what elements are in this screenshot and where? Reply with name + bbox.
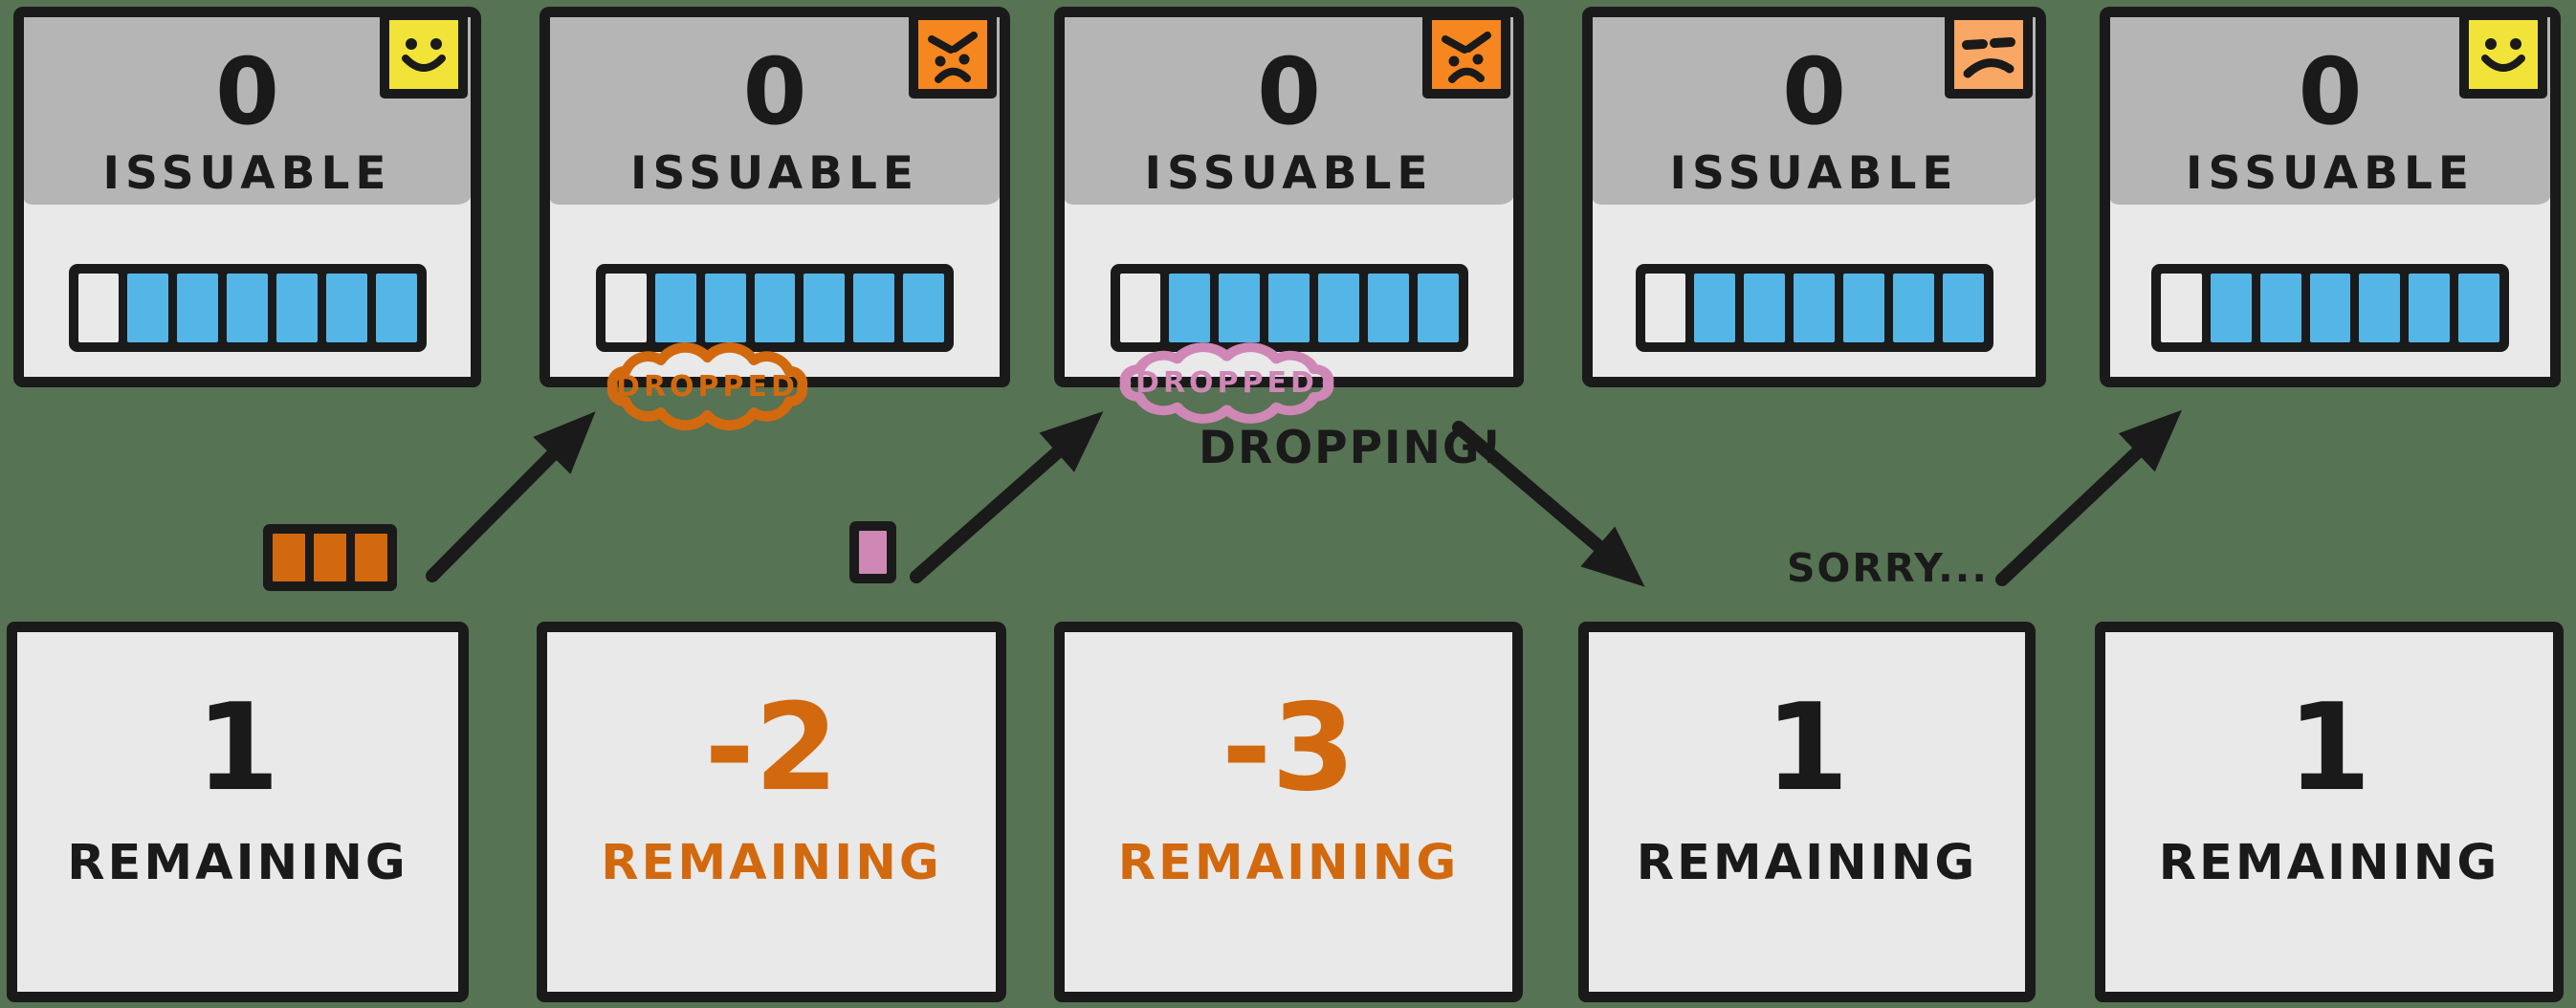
supply-bar-cell xyxy=(605,274,647,342)
issuance-card-2: 0 ISSUABLE xyxy=(539,7,1010,387)
supply-bar-cell xyxy=(275,274,318,342)
issuance-card-3: 0 ISSUABLE xyxy=(1054,7,1524,387)
angry-face-icon xyxy=(909,11,997,99)
supply-bar xyxy=(68,264,427,352)
remaining-value: -3 xyxy=(1222,677,1355,818)
supply-bar-cell xyxy=(2259,274,2301,342)
supply-bar xyxy=(1110,264,1468,352)
dropped-badge-orange: DROPPED xyxy=(596,341,819,431)
dropped-tokens-block xyxy=(263,524,397,591)
arrow-dropping-down xyxy=(1452,421,1645,587)
issuable-value: 0 xyxy=(742,38,807,145)
token-cell xyxy=(355,534,387,581)
supply-bar-cell xyxy=(1942,274,1984,342)
token-cell xyxy=(314,534,346,581)
dropped-badge-label: DROPPED xyxy=(1135,366,1318,400)
supply-bar-cell xyxy=(227,274,268,342)
remaining-value: 1 xyxy=(2287,677,2371,818)
remaining-label: REMAINING xyxy=(1117,835,1460,891)
dropped-token-block xyxy=(849,521,896,583)
issuable-value: 0 xyxy=(215,38,279,145)
remaining-card-3: -3 REMAINING xyxy=(1054,622,1523,1002)
cloud-outline-icon xyxy=(606,341,808,431)
supply-bar-cell xyxy=(1744,274,1786,342)
supply-bar-cell xyxy=(325,274,367,342)
supply-bar-cell xyxy=(1842,274,1884,342)
issuable-label: ISSUABLE xyxy=(1144,147,1434,200)
supply-bar-cell xyxy=(1892,274,1934,342)
remaining-card-4: 1 REMAINING xyxy=(1578,622,2036,1002)
supply-bar-cell xyxy=(2359,274,2401,342)
supply-bar xyxy=(2151,264,2509,352)
happy-face-icon xyxy=(380,11,468,99)
issuable-value: 0 xyxy=(1257,38,1321,145)
supply-bar-cell xyxy=(754,274,796,342)
supply-bar-cell xyxy=(2210,274,2252,342)
supply-bar-cell xyxy=(2409,274,2451,342)
supply-bar-cell xyxy=(1417,274,1459,342)
remaining-card-5: 1 REMAINING xyxy=(2095,622,2564,1002)
remaining-label: REMAINING xyxy=(67,835,408,891)
remaining-label: REMAINING xyxy=(2158,835,2500,891)
happy-face-icon xyxy=(2459,11,2547,99)
issuable-value: 0 xyxy=(2298,38,2363,145)
sorry-label: SORRY... xyxy=(1787,545,1989,591)
supply-bar-cell xyxy=(1317,274,1359,342)
issuable-label: ISSUABLE xyxy=(1669,147,1959,200)
issuable-label: ISSUABLE xyxy=(629,147,920,200)
issuable-label: ISSUABLE xyxy=(102,147,392,200)
remaining-value: 1 xyxy=(1765,677,1849,818)
supply-bar-cell xyxy=(1367,274,1409,342)
supply-bar-cell xyxy=(853,274,895,342)
dropped-badge-label: DROPPED xyxy=(616,369,799,404)
cloud-outline-icon xyxy=(1119,342,1334,424)
card-header: 0 ISSUABLE xyxy=(1065,17,1513,205)
remaining-card-2: -2 REMAINING xyxy=(537,622,1006,1002)
supply-bar-cell xyxy=(2161,274,2202,342)
supply-bar-cell xyxy=(177,274,219,342)
remaining-card-1: 1 REMAINING xyxy=(7,622,469,1002)
supply-bar-cell xyxy=(704,274,746,342)
supply-bar xyxy=(1635,264,1993,352)
supply-bar-cell xyxy=(1694,274,1736,342)
dropped-badge-pink: DROPPED xyxy=(1108,342,1346,424)
arrow-to-dropped-1 xyxy=(426,411,596,582)
issuable-value: 0 xyxy=(1782,38,1846,145)
supply-bar-cell xyxy=(2458,274,2500,342)
token-cell xyxy=(273,534,305,581)
supply-bar xyxy=(596,264,954,352)
unamused-face-icon xyxy=(1945,11,2033,99)
supply-bar-cell xyxy=(804,274,846,342)
supply-bar-cell xyxy=(2309,274,2351,342)
supply-bar-cell xyxy=(1219,274,1261,342)
supply-bar-cell xyxy=(654,274,696,342)
supply-bar-cell xyxy=(1268,274,1310,342)
arrow-recover-up xyxy=(1995,409,2183,586)
supply-bar-cell xyxy=(1794,274,1835,342)
supply-bar-cell xyxy=(127,274,169,342)
token-cell xyxy=(859,531,887,574)
supply-bar-cell xyxy=(903,274,945,342)
issuance-card-5: 0 ISSUABLE xyxy=(2100,7,2561,387)
remaining-value: 1 xyxy=(195,677,280,818)
issuance-card-4: 0 ISSUABLE xyxy=(1582,7,2046,387)
angry-face-icon xyxy=(1422,11,1510,99)
remaining-label: REMAINING xyxy=(601,835,942,891)
remaining-label: REMAINING xyxy=(1636,835,1978,891)
supply-bar-cell xyxy=(1119,274,1161,342)
arrow-to-dropped-2 xyxy=(910,411,1104,583)
supply-bar-cell xyxy=(77,274,120,342)
issuance-card-1: 0 ISSUABLE xyxy=(13,7,481,387)
supply-bar-cell xyxy=(1169,274,1211,342)
issuable-label: ISSUABLE xyxy=(2185,147,2476,200)
supply-bar-cell xyxy=(375,274,417,342)
supply-bar-cell xyxy=(1644,274,1686,342)
dropping-label: DROPPING! xyxy=(1199,422,1504,474)
remaining-value: -2 xyxy=(704,677,839,818)
